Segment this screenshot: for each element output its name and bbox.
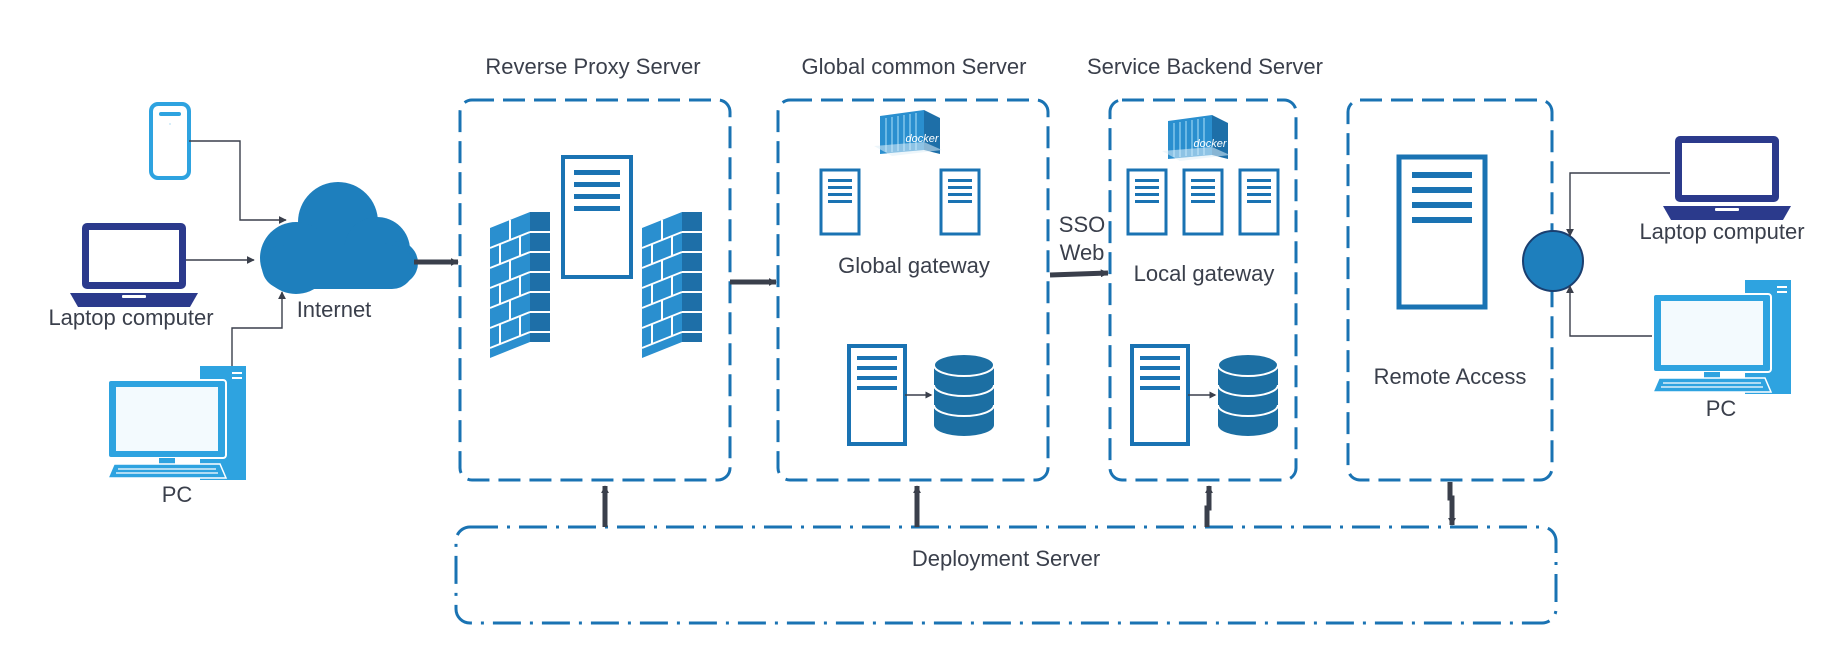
network-hub-icon bbox=[1522, 230, 1584, 292]
server-icon bbox=[939, 168, 981, 236]
server-icon bbox=[561, 155, 633, 279]
web-label: Web bbox=[1060, 240, 1105, 265]
laptop-to-hub-connector bbox=[1566, 172, 1670, 237]
desktop-pc-icon bbox=[107, 365, 247, 481]
docker-text: docker bbox=[1193, 138, 1227, 150]
sso-web-link: SSO Web bbox=[1049, 212, 1109, 278]
pc-label: PC bbox=[1706, 396, 1737, 421]
deployment-frame bbox=[454, 525, 1558, 625]
reverse-proxy-title: Reverse Proxy Server bbox=[485, 54, 700, 79]
global-gateway-label: Global gateway bbox=[838, 253, 990, 278]
deployment-server: Deployment Server bbox=[454, 525, 1558, 625]
laptop-client-left: Laptop computer bbox=[48, 223, 214, 330]
global-common-title: Global common Server bbox=[802, 54, 1027, 79]
desktop-pc-icon bbox=[1652, 279, 1792, 395]
deployment-label: Deployment Server bbox=[912, 546, 1100, 571]
firewall-icon bbox=[641, 211, 703, 359]
pc-label: PC bbox=[162, 482, 193, 507]
remote-to-deploy-arrow bbox=[1447, 482, 1456, 526]
local-gateway-label: Local gateway bbox=[1134, 261, 1275, 286]
internet-label: Internet bbox=[297, 297, 372, 322]
laptop-icon bbox=[70, 223, 198, 307]
laptop-client-right: Laptop computer bbox=[1639, 136, 1805, 244]
server-icon bbox=[1126, 168, 1168, 236]
server-icon bbox=[847, 344, 907, 446]
smartphone-icon bbox=[149, 102, 191, 180]
laptop-label: Laptop computer bbox=[1639, 219, 1804, 244]
global-common-server: Global common Server docker Global gatew… bbox=[776, 54, 1050, 482]
cloud-icon bbox=[260, 182, 418, 294]
server-icon bbox=[819, 168, 861, 236]
laptop-icon bbox=[1663, 136, 1791, 220]
phone-client bbox=[149, 102, 191, 180]
deploy-to-backend-arrow bbox=[1204, 485, 1213, 527]
pc-client-left: PC bbox=[107, 365, 247, 507]
service-backend-title: Service Backend Server bbox=[1087, 54, 1323, 79]
reverse-proxy-frame bbox=[458, 98, 732, 482]
phone-to-internet-connector bbox=[189, 140, 287, 224]
database-icon bbox=[1217, 353, 1279, 437]
pc-to-hub-connector bbox=[1566, 285, 1655, 337]
service-backend-frame bbox=[1108, 98, 1298, 482]
server-icon bbox=[1130, 344, 1190, 446]
server-icon bbox=[1238, 168, 1280, 236]
docker-container-icon: docker bbox=[1161, 114, 1231, 162]
firewall-icon bbox=[489, 211, 551, 359]
server-icon bbox=[1182, 168, 1224, 236]
docker-text: docker bbox=[905, 133, 939, 145]
service-backend-server: Service Backend Server docker Local gate… bbox=[1087, 54, 1323, 482]
server-icon bbox=[1396, 154, 1488, 310]
internet-cloud: Internet bbox=[260, 182, 418, 322]
network-hub bbox=[1522, 230, 1584, 292]
remote-access-label: Remote Access bbox=[1374, 364, 1527, 389]
database-icon bbox=[933, 353, 995, 437]
reverse-proxy-server: Reverse Proxy Server bbox=[458, 54, 732, 482]
pc-client-right: PC bbox=[1652, 279, 1792, 421]
global-to-backend-arrow bbox=[1049, 269, 1109, 278]
pc-to-internet-connector bbox=[231, 291, 286, 366]
global-common-frame bbox=[776, 98, 1050, 482]
remote-access-server: Remote Access bbox=[1346, 98, 1554, 482]
sso-label: SSO bbox=[1059, 212, 1105, 237]
docker-container-icon: docker bbox=[873, 109, 943, 157]
laptop-label: Laptop computer bbox=[48, 305, 213, 330]
